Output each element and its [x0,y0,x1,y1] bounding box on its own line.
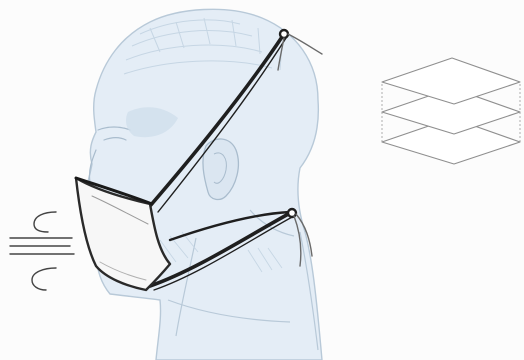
upper-strap-knot [280,30,288,38]
lower-strap-knot [288,209,296,217]
